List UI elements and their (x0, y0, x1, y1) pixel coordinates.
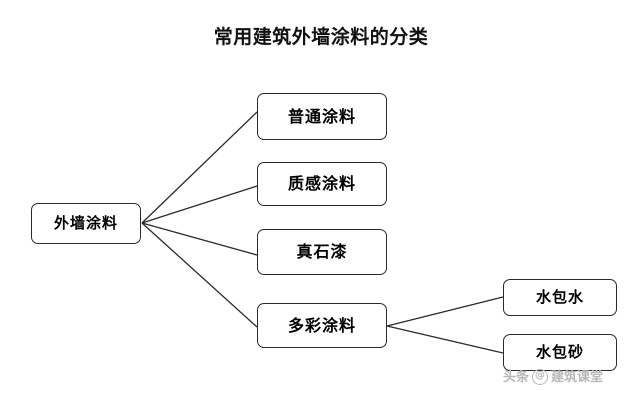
node-label: 外墙涂料 (53, 214, 118, 232)
node-label: 真石漆 (296, 242, 348, 261)
node-real-stone-paint[interactable]: 真石漆 (257, 229, 387, 275)
node-texture-coating[interactable]: 质感涂料 (257, 162, 387, 206)
node-label: 多彩涂料 (287, 315, 356, 335)
connector-root-to-c3 (141, 222, 258, 256)
connector-root-to-c4 (141, 222, 258, 328)
node-water-in-sand[interactable]: 水包砂 (503, 334, 617, 371)
at-sign-icon: @ (532, 369, 549, 385)
watermark-platform: 头条 (503, 369, 530, 385)
connector-c4-to-g2 (386, 325, 504, 354)
node-label: 质感涂料 (287, 174, 356, 193)
page-title: 常用建筑外墙涂料的分类 (213, 26, 429, 48)
connector-root-to-c1 (141, 111, 258, 224)
node-ordinary-coating[interactable]: 普通涂料 (257, 93, 387, 140)
watermark: 头条 @ 建筑课堂 (503, 369, 638, 385)
watermark-account: 建筑课堂 (551, 369, 604, 385)
node-label: 水包砂 (535, 343, 584, 361)
node-water-in-water[interactable]: 水包水 (503, 279, 617, 316)
node-label: 普通涂料 (287, 106, 356, 126)
connector-root-to-c2 (141, 185, 258, 224)
node-root-exterior-wall-coating[interactable]: 外墙涂料 (31, 203, 141, 244)
node-multicolor-coating[interactable]: 多彩涂料 (257, 303, 387, 348)
node-label: 水包水 (535, 288, 584, 306)
connector-c4-to-g1 (386, 296, 504, 327)
